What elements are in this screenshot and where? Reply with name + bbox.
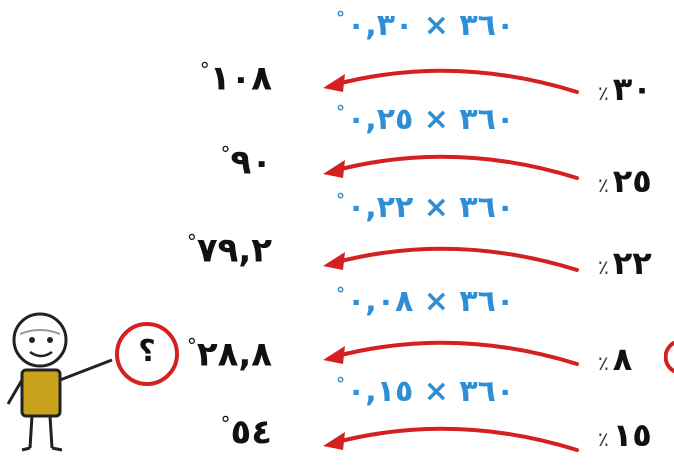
formula-2: °٣٦٠ × ٠,٢٥ xyxy=(336,102,576,137)
formula-text: ٣٦٠ × ٠,٣٠ xyxy=(347,8,515,43)
result-value: ٢٨,٨ xyxy=(196,334,272,375)
formula-text: ٣٦٠ × ٠,٠٨ xyxy=(347,284,515,319)
row-4: °٣٦٠ × ٠,٠٨ °٢٨,٨ ٪٨ xyxy=(0,276,674,378)
percent-value: ٨ xyxy=(612,340,633,378)
arrow-4 xyxy=(323,340,579,366)
result-5: °٥٤ xyxy=(220,412,272,452)
badge-ring xyxy=(115,322,179,386)
row-1: °٣٦٠ × ٠,٣٠ °١٠٨ ٪٣٠ xyxy=(0,0,674,108)
degree-sign: ° xyxy=(186,230,197,254)
formula-4: °٣٦٠ × ٠,٠٨ xyxy=(336,284,576,319)
formula-text: ٣٦٠ × ٠,١٥ xyxy=(347,374,515,409)
result-value: ٥٤ xyxy=(230,412,272,453)
arrow-5 xyxy=(323,426,579,452)
result-1: °١٠٨ xyxy=(200,58,272,98)
percent-sign: ٪ xyxy=(598,255,609,279)
percent-value: ٣٠ xyxy=(612,70,652,108)
percent-3: ٪٢٢ xyxy=(598,244,674,282)
question-badge-label: ؟ xyxy=(138,334,156,369)
result-value: ٩٠ xyxy=(230,142,272,183)
degree-sign: ° xyxy=(336,8,345,29)
degree-sign: ° xyxy=(336,102,345,123)
degree-sign: ° xyxy=(186,334,197,358)
percent-sign: ٪ xyxy=(598,173,609,197)
degree-sign: ° xyxy=(220,142,231,166)
percent-value: ٢٢ xyxy=(612,244,652,282)
edge-circle-icon xyxy=(664,340,674,374)
percent-1: ٪٣٠ xyxy=(598,70,674,108)
cartoon-figure-icon xyxy=(6,312,179,452)
formula-5: °٣٦٠ × ٠,١٥ xyxy=(336,374,576,409)
formula-text: ٣٦٠ × ٠,٢٢ xyxy=(347,190,515,225)
result-value: ١٠٨ xyxy=(209,58,272,99)
result-3: °٧٩,٢ xyxy=(187,230,272,270)
formula-1: °٣٦٠ × ٠,٣٠ xyxy=(336,8,576,43)
percent-sign: ٪ xyxy=(598,427,609,451)
degree-sign: ° xyxy=(336,190,345,211)
row-3: °٣٦٠ × ٠,٢٢ °٧٩,٢ ٪٢٢ xyxy=(0,184,674,282)
result-2: °٩٠ xyxy=(220,142,272,182)
arrow-2 xyxy=(323,154,579,180)
percent-2: ٪٢٥ xyxy=(598,162,674,200)
percent-5: ٪١٥ xyxy=(598,416,674,454)
degree-sign: ° xyxy=(336,284,345,305)
percent-sign: ٪ xyxy=(598,351,609,375)
formula-3: °٣٦٠ × ٠,٢٢ xyxy=(336,190,576,225)
percent-value: ١٥ xyxy=(612,416,652,454)
degree-sign: ° xyxy=(199,58,210,82)
row-2: °٣٦٠ × ٠,٢٥ °٩٠ ٪٢٥ xyxy=(0,92,674,200)
percent-sign: ٪ xyxy=(598,81,609,105)
result-4: °٢٨,٨ xyxy=(187,334,272,374)
result-value: ٧٩,٢ xyxy=(196,230,272,271)
arrow-3 xyxy=(323,246,579,272)
row-5: °٣٦٠ × ٠,١٥ °٥٤ ٪١٥ xyxy=(0,368,674,460)
formula-text: ٣٦٠ × ٠,٢٥ xyxy=(347,102,515,137)
degree-sign: ° xyxy=(336,374,345,395)
percent-value: ٢٥ xyxy=(612,162,652,200)
degree-sign: ° xyxy=(220,412,231,436)
percent-4: ٪٨ xyxy=(598,340,674,378)
arrow-1 xyxy=(323,68,579,94)
